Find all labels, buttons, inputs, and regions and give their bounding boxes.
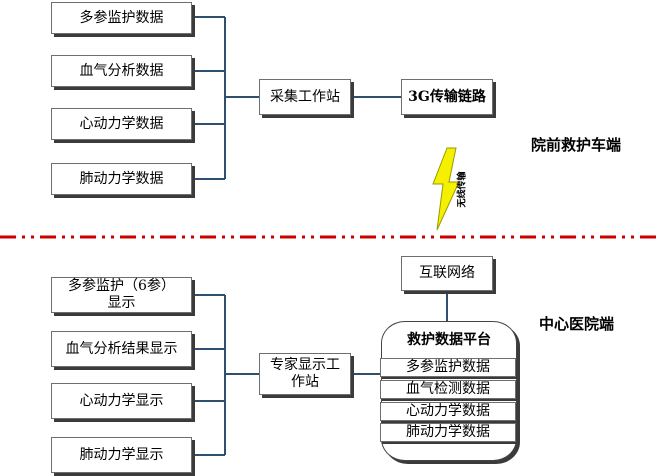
center-section-label: 中心医院端	[539, 315, 615, 333]
display-box-pulmodynamics: 肺动力学显示	[51, 437, 192, 473]
top-bracket	[193, 16, 401, 180]
display-box-label: 血气分析结果显示	[65, 340, 178, 357]
data-box-bloodgas: 血气分析数据	[51, 55, 192, 87]
data-box-multiparam: 多参监护数据	[51, 2, 192, 34]
platform-item-multiparam: 多参监护数据	[380, 358, 516, 377]
expert-display-station-label: 专家显示工作站	[270, 357, 340, 390]
acquisition-station: 采集工作站	[259, 79, 351, 115]
display-box-label: 多参监护（6参） 显示	[68, 278, 175, 311]
display-box-cardiodynamics: 心动力学显示	[51, 383, 192, 419]
platform-item-pulmodynamics: 肺动力学数据	[380, 423, 516, 442]
platform-item-cardiodynamics: 心动力学数据	[380, 402, 516, 421]
display-box-bloodgas: 血气分析结果显示	[51, 331, 192, 367]
lightning-bolt-icon	[432, 147, 460, 231]
data-box-pulmodynamics: 肺动力学数据	[51, 163, 192, 195]
wireless-label: 无线传输	[457, 171, 468, 208]
display-box-label: 肺动力学显示	[79, 446, 164, 463]
internet-box: 互联网络	[401, 256, 493, 291]
internet-label: 互联网络	[419, 265, 475, 281]
platform-item-bloodgas: 血气检测数据	[380, 380, 516, 399]
expert-display-station: 专家显示工作站	[259, 353, 351, 395]
data-box-label: 心动力学数据	[79, 115, 164, 132]
data-box-label: 肺动力学数据	[79, 170, 164, 187]
display-box-multiparam: 多参监护（6参） 显示	[51, 277, 192, 313]
data-box-label: 血气分析数据	[79, 62, 164, 79]
data-box-label: 多参监护数据	[79, 9, 164, 26]
ambulance-section-label: 院前救护车端	[531, 136, 622, 154]
3g-link-label: 3G传输链路	[408, 88, 486, 105]
data-box-cardiodynamics: 心动力学数据	[51, 108, 192, 140]
display-box-label: 心动力学显示	[79, 392, 164, 409]
3g-link-box: 3G传输链路	[401, 79, 493, 115]
bottom-bracket	[193, 291, 448, 456]
acquisition-station-label: 采集工作站	[270, 88, 340, 105]
data-platform-title: 救护数据平台	[407, 332, 491, 348]
